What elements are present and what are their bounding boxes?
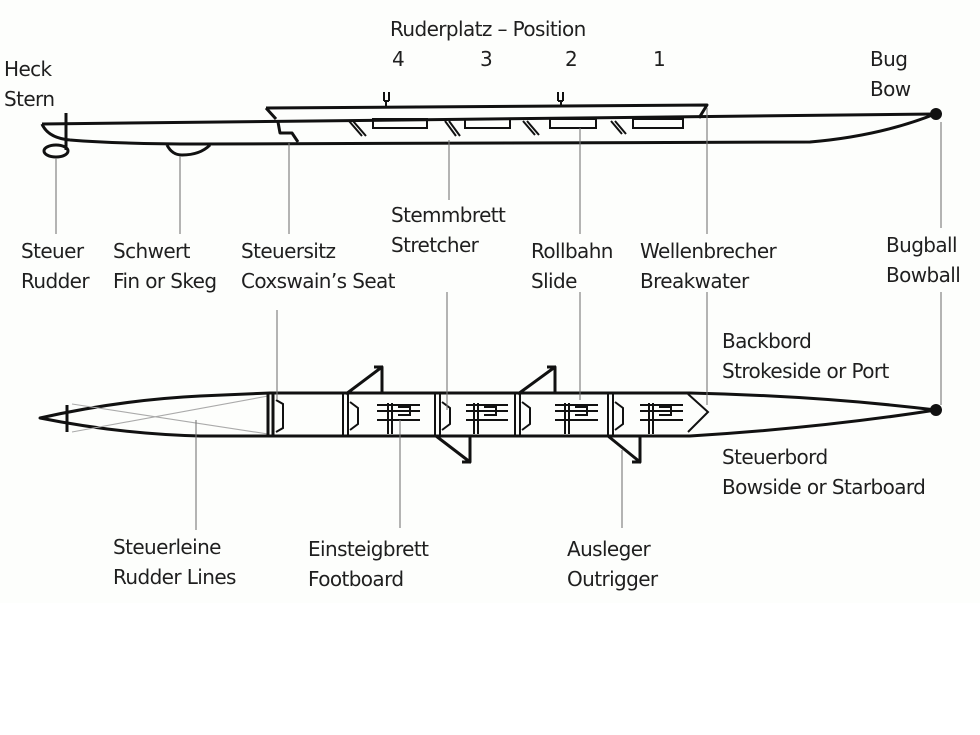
label-rudder-lines-de: Steuerleine [113,535,221,559]
label-outrigger: Ausleger Outrigger [567,534,658,594]
rigger-line [265,103,709,119]
diagram-canvas: Ruderplatz – Position 4 3 2 1 Heck Stern… [4,17,961,594]
label-slide-en: Slide [531,269,577,293]
label-slide: Rollbahn Slide [531,236,613,296]
cox-seat-step [276,121,300,143]
station-4-seat [349,401,359,431]
label-port-en: Strokeside or Port [722,359,889,383]
station-3-slide [466,403,508,434]
label-rudder-lines-en: Rudder Lines [113,565,236,589]
top-breakwater [687,393,710,433]
label-bowball: Bugball Bowball [886,230,961,290]
top-bowball-dot [930,404,942,416]
position-title: Ruderplatz – Position [390,17,586,41]
label-rudder-en: Rudder [21,269,90,293]
side-keel-line [69,112,936,146]
outrigger-starboard-1 [607,434,642,464]
oarlock-2 [557,92,564,106]
label-bowball-en: Bowball [886,263,961,287]
label-outrigger-en: Outrigger [567,567,658,591]
label-rudder-lines: Steuerleine Rudder Lines [113,532,236,592]
outrigger-port-2 [517,365,557,396]
slide-2 [549,118,597,129]
stretcher-4 [348,120,367,137]
label-bow-de: Bug [870,47,908,71]
label-bowball-de: Bugball [886,233,958,257]
label-starboard-en: Bowside or Starboard [722,475,926,499]
slide-1 [632,118,684,129]
label-footboard: Einsteigbrett Footboard [308,534,429,594]
label-bow-en: Bow [870,77,911,101]
rowing-stations [342,365,710,464]
label-breakwater-de: Wellenbrecher [640,239,777,263]
label-stern: Heck Stern [4,54,55,114]
label-rudder-de: Steuer [21,239,84,263]
label-stretcher-de: Stemmbrett [391,203,506,227]
slide-3 [464,118,511,129]
label-stretcher: Stemmbrett Stretcher [391,200,506,260]
label-slide-de: Rollbahn [531,239,613,263]
position-number-2: 2 [565,47,578,71]
station-1-slide [640,403,683,434]
station-1-bulkhead [607,394,614,436]
station-2-seat [521,401,531,431]
slide-4 [372,118,428,129]
fin-shape [165,143,212,157]
station-4-bulkhead [342,394,349,436]
label-outrigger-de: Ausleger [567,537,651,561]
outrigger-port-4 [345,365,384,396]
station-3-bulkhead [434,394,441,436]
label-footboard-de: Einsteigbrett [308,537,429,561]
top-view-boat [38,365,942,464]
side-view-boat [40,92,942,159]
oarlock-4 [383,92,390,107]
position-number-3: 3 [480,47,493,71]
rudder-blade [42,143,70,159]
label-fin-en: Fin or Skeg [113,269,217,293]
label-cox-seat-en: Coxswain’s Seat [241,269,396,293]
label-starboard-de: Steuerbord [722,445,828,469]
position-number-4: 4 [392,47,405,71]
station-1-seat [614,401,624,431]
label-cox-seat-de: Steuersitz [241,239,336,263]
bowball-dot [930,108,942,120]
station-2-slide [555,403,598,434]
station-3-seat [441,401,451,431]
label-stern-de: Heck [4,57,52,81]
label-cox-seat: Steuersitz Coxswain’s Seat [241,236,396,296]
label-port-de: Backbord [722,329,812,353]
label-fin-de: Schwert [113,239,191,263]
label-fin: Schwert Fin or Skeg [113,236,217,296]
rigger-stern-edge [264,106,278,121]
boat-diagram [38,92,942,530]
label-rudder: Steuer Rudder [21,236,90,296]
rudder-lines [71,395,269,435]
stretcher-2 [522,120,540,136]
label-stretcher-en: Stretcher [391,233,479,257]
position-number-1: 1 [653,47,666,71]
label-breakwater: Wellenbrecher Breakwater [640,236,777,296]
station-4-slide [377,403,420,434]
label-starboard: Steuerbord Bowside or Starboard [722,442,926,502]
station-2-bulkhead [514,394,521,436]
label-port: Backbord Strokeside or Port [722,326,889,386]
label-bow: Bug Bow [870,44,911,104]
label-breakwater-en: Breakwater [640,269,749,293]
outrigger-starboard-3 [435,434,472,464]
top-cox-bulkhead [266,394,275,436]
top-cox-seat [275,399,284,433]
label-footboard-en: Footboard [308,567,404,591]
label-stern-en: Stern [4,87,55,111]
stretcher-1 [610,120,627,135]
stretcher-3 [444,120,461,137]
